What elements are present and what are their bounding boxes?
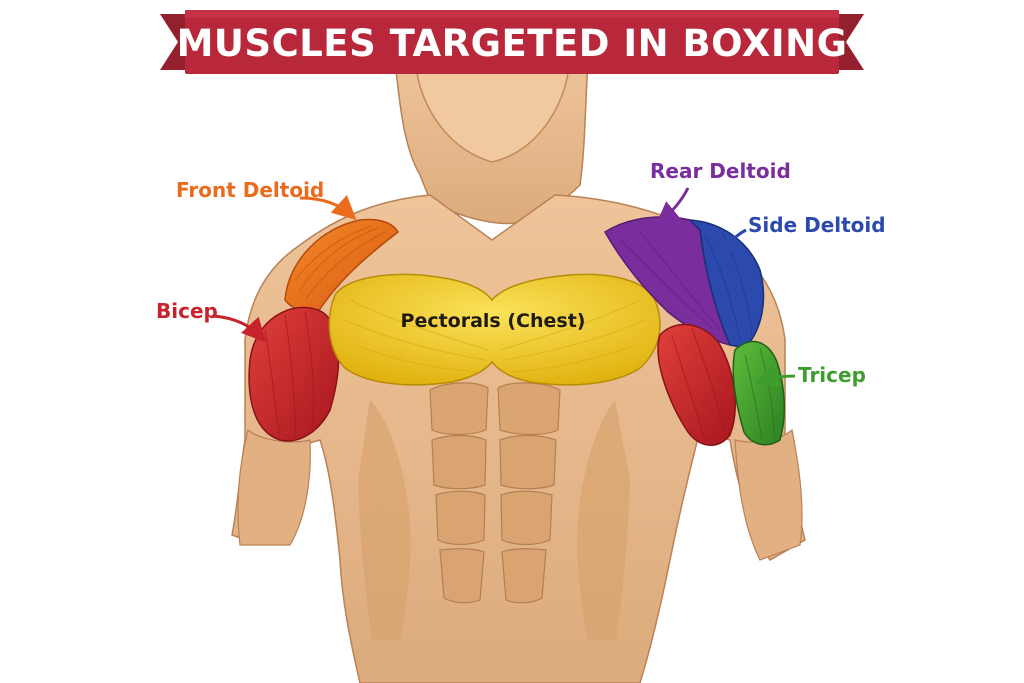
abdominals <box>429 382 561 604</box>
side-deltoid-arrow <box>714 228 747 261</box>
side-deltoid-label: Side Deltoid <box>748 213 886 237</box>
right-bicep-fibers <box>671 327 725 441</box>
front-deltoid-label: Front Deltoid <box>176 178 324 202</box>
bicep-muscle <box>248 306 340 442</box>
bicep-arrow <box>213 314 267 343</box>
right-oblique <box>577 400 630 640</box>
title-banner: MUSCLES TARGETED IN BOXING <box>160 10 864 74</box>
rear-deltoid-arrow <box>655 187 690 226</box>
tricep-fibers <box>744 347 775 441</box>
left-forearm <box>237 428 311 546</box>
right-forearm <box>734 428 803 561</box>
pectorals-fibers <box>344 299 646 373</box>
right-bicep-muscle <box>657 323 736 446</box>
pectorals-muscle <box>328 273 661 386</box>
front-deltoid-arrow <box>299 194 357 221</box>
banner-title: MUSCLES TARGETED IN BOXING <box>177 22 848 65</box>
tricep-arrow <box>754 364 796 387</box>
banner-highlight <box>185 10 839 18</box>
rear-deltoid-fibers <box>619 231 721 331</box>
bicep-fibers <box>264 311 315 439</box>
rear-deltoid-label: Rear Deltoid <box>650 159 791 183</box>
pectorals-label: Pectorals (Chest) <box>401 310 586 332</box>
banner-body <box>185 10 839 74</box>
tricep-label: Tricep <box>798 363 866 387</box>
bicep-label: Bicep <box>156 299 218 323</box>
front-deltoid-fibers <box>294 225 386 301</box>
left-oblique <box>358 400 411 640</box>
jaw <box>414 59 571 163</box>
